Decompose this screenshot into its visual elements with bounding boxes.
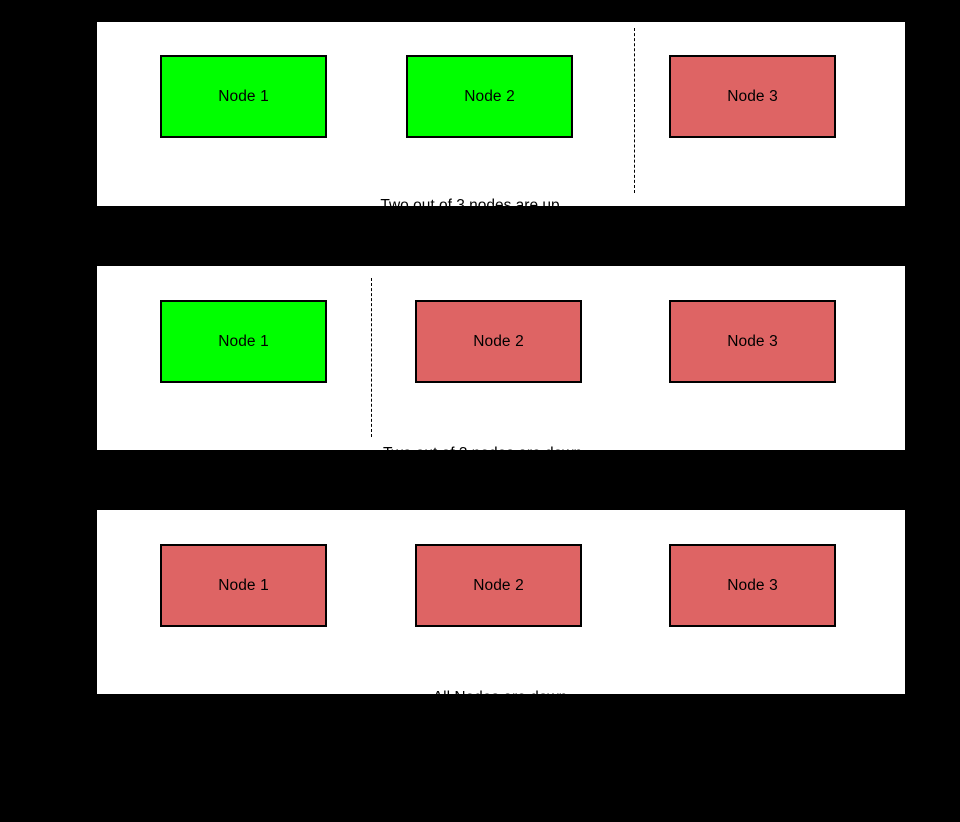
node-label-p2-node1: Node 1 [218, 332, 269, 350]
node-box-p3-node3[interactable]: Node 3 [669, 544, 836, 627]
node-box-p2-node2[interactable]: Node 2 [415, 300, 582, 383]
node-box-p1-node3[interactable]: Node 3 [669, 55, 836, 138]
caption-p1-line1: Two out of 3 nodes are up [380, 197, 560, 214]
node-label-p3-node3: Node 3 [727, 576, 778, 594]
node-label-p3-node1: Node 1 [218, 576, 269, 594]
caption-p3-line1: All Nodes are down [432, 689, 568, 706]
quorum-divider-p1 [634, 28, 635, 193]
node-box-p1-node1[interactable]: Node 1 [160, 55, 327, 138]
caption-p2-line1: Two out of 3 nodes are down [379, 445, 583, 462]
node-box-p2-node3[interactable]: Node 3 [669, 300, 836, 383]
diagram-canvas: Node 1 Node 2 Node 3 Two out of 3 nodes … [97, 22, 905, 774]
node-label-p1-node1: Node 1 [218, 87, 269, 105]
scenario-panel-two-down: Node 1 Node 2 Node 3 Two out of 3 nodes … [97, 266, 905, 530]
caption-p3: All Nodes are down Majority Fails & Clus… [300, 642, 700, 822]
quorum-divider-p2 [371, 278, 372, 437]
node-label-p1-node3: Node 3 [727, 87, 778, 105]
node-label-p3-node2: Node 2 [473, 576, 524, 594]
node-label-p1-node2: Node 2 [464, 87, 515, 105]
node-label-p2-node3: Node 3 [727, 332, 778, 350]
node-box-p1-node2[interactable]: Node 2 [406, 55, 573, 138]
caption-p3-line2: Majority Fails & Cluster Stops [398, 756, 602, 774]
scenario-panel-two-up: Node 1 Node 2 Node 3 Two out of 3 nodes … [97, 22, 905, 282]
node-box-p2-node1[interactable]: Node 1 [160, 300, 327, 383]
node-box-p3-node2[interactable]: Node 2 [415, 544, 582, 627]
node-box-p3-node1[interactable]: Node 1 [160, 544, 327, 627]
node-label-p2-node2: Node 2 [473, 332, 524, 350]
scenario-panel-all-down: Node 1 Node 2 Node 3 All Nodes are down … [97, 510, 905, 774]
